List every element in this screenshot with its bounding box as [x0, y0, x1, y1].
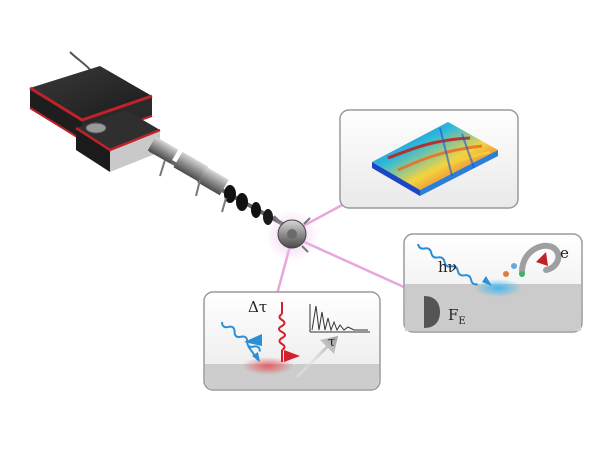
electron-label: e	[560, 244, 569, 262]
fermi-edge-shape	[424, 296, 440, 328]
beamline-flange-2	[236, 193, 248, 211]
beamline-stage-3	[197, 166, 229, 196]
beamline-flange-1	[224, 185, 236, 203]
photoemission-panel: hν e FE	[403, 233, 583, 333]
time-delay-label: Δτ	[248, 298, 267, 316]
band-map-panel	[339, 109, 519, 209]
time-axis-label: τ	[328, 335, 335, 350]
module-port	[85, 122, 107, 134]
signal-arrow	[296, 336, 338, 378]
photon-wave	[417, 243, 478, 286]
decay-trace	[311, 305, 368, 332]
pump-pulse-shape	[284, 350, 300, 362]
fermi-level-subscript: E	[458, 316, 465, 327]
probe-pulse-shape	[244, 334, 262, 346]
laser-instrument	[29, 51, 318, 262]
beamline-stage-2	[173, 151, 209, 183]
power-cable	[69, 51, 93, 73]
band-map-surface	[372, 122, 498, 196]
photon-arrowhead	[482, 276, 492, 286]
module-box-top	[76, 110, 160, 150]
beamline-stage-1	[147, 136, 179, 164]
photon-energy-label: hν	[438, 258, 457, 276]
module-box-front	[76, 128, 110, 172]
pump-pulse	[278, 313, 286, 351]
time-resolved-panel: Δτ τ	[203, 291, 381, 391]
photoemission-glow	[474, 279, 522, 297]
laser-case-front	[30, 88, 82, 140]
fermi-level-label: FE	[448, 306, 466, 327]
probe-pulse	[221, 321, 261, 352]
beamline-flange-3	[251, 202, 261, 218]
laser-case-red-trim	[29, 86, 153, 122]
beamline-flange-4	[263, 209, 273, 225]
electron-trajectory	[519, 242, 562, 275]
decay-trace-inset	[309, 304, 370, 333]
module-box-side	[110, 130, 160, 172]
connector-to-photoemission	[299, 238, 407, 290]
beamline	[147, 136, 291, 230]
